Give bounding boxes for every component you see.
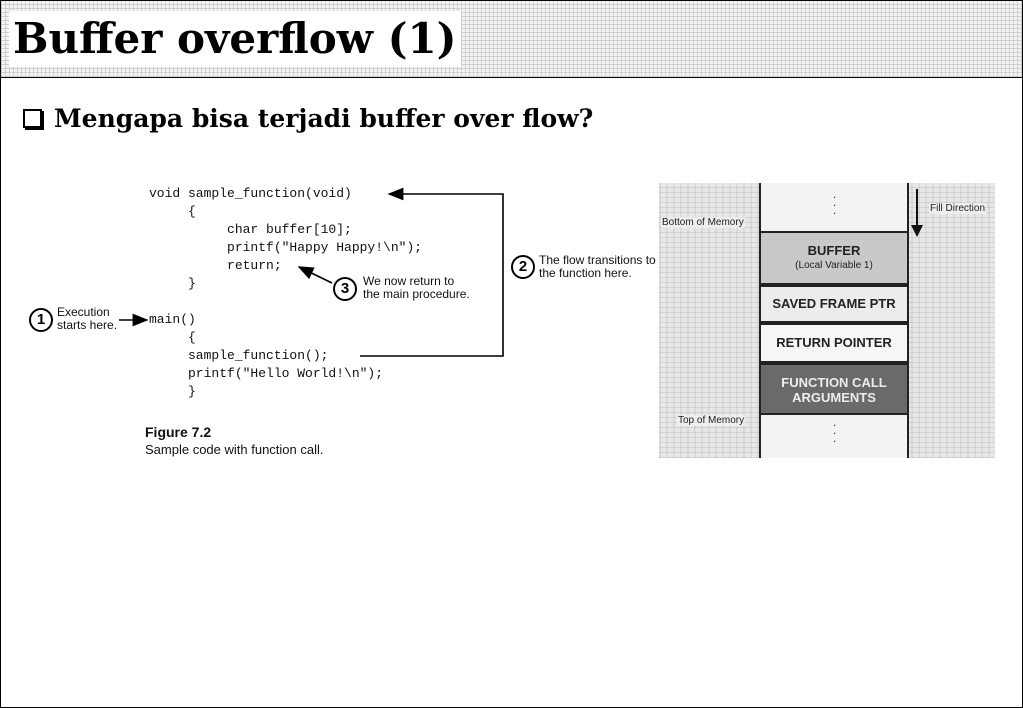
stack-cell-saved-frame-ptr: SAVED FRAME PTR [761, 285, 907, 323]
bullet-item: Mengapa bisa terjadi buffer over flow? [23, 101, 593, 135]
code-line: return; [149, 258, 282, 273]
slide-title: Buffer overflow (1) [9, 11, 461, 67]
stack-cell-return-pointer: RETURN POINTER [761, 323, 907, 363]
code-line: } [149, 384, 196, 399]
callout-number-2: 2 [511, 255, 535, 279]
code-line: printf("Hello World!\n"); [149, 366, 384, 381]
args-line-2: ARGUMENTS [792, 390, 876, 405]
callout-number-1: 1 [29, 308, 53, 332]
flow-arrows [119, 187, 504, 357]
code-figure: void sample_function(void) { char buffer… [27, 179, 667, 464]
code-line: sample_function(); [149, 348, 329, 363]
checkbox-bullet-icon [23, 108, 42, 128]
top-of-memory-label: Top of Memory [677, 415, 746, 426]
callout-text-3: We now return to the main procedure. [363, 274, 470, 301]
arrow-return [297, 266, 333, 284]
stack-cell-function-args: FUNCTION CALL ARGUMENTS [761, 363, 907, 415]
callout-text-2: The flow transitions to the function her… [539, 253, 656, 280]
code-line: main() [149, 312, 196, 327]
stack-ellipsis-top: ··· [833, 193, 837, 220]
stack-ellipsis-bottom: ··· [833, 421, 837, 448]
code-line: void sample_function(void) [149, 186, 352, 201]
code-line: printf("Happy Happy!\n"); [149, 240, 423, 255]
arrow-call-path [360, 187, 504, 357]
stack-column: ··· BUFFER (Local Variable 1) SAVED FRAM… [759, 183, 909, 458]
code-line: char buffer[10]; [149, 222, 352, 237]
stack-diagram: ··· BUFFER (Local Variable 1) SAVED FRAM… [659, 183, 995, 458]
callout-text-1: Execution starts here. [57, 305, 118, 332]
figure-caption-text: Sample code with function call. [145, 442, 324, 457]
bottom-of-memory-label: Bottom of Memory [661, 217, 745, 228]
args-line-1: FUNCTION CALL [781, 375, 887, 390]
code-line: { [149, 204, 196, 219]
bullet-text: Mengapa bisa terjadi buffer over flow? [54, 103, 594, 133]
figure-caption-label: Figure 7.2 [145, 424, 212, 440]
callout-number-3: 3 [333, 277, 357, 301]
buffer-label: BUFFER [807, 243, 861, 258]
title-bar: Buffer overflow (1) [1, 1, 1022, 78]
buffer-sub-label: (Local Variable 1) [795, 260, 873, 271]
stack-cell-buffer: BUFFER (Local Variable 1) [761, 231, 907, 285]
fill-direction-arrow-icon [911, 189, 923, 237]
code-line: } [149, 276, 196, 291]
code-line: { [149, 330, 196, 345]
fill-direction-label: Fill Direction [929, 203, 987, 214]
